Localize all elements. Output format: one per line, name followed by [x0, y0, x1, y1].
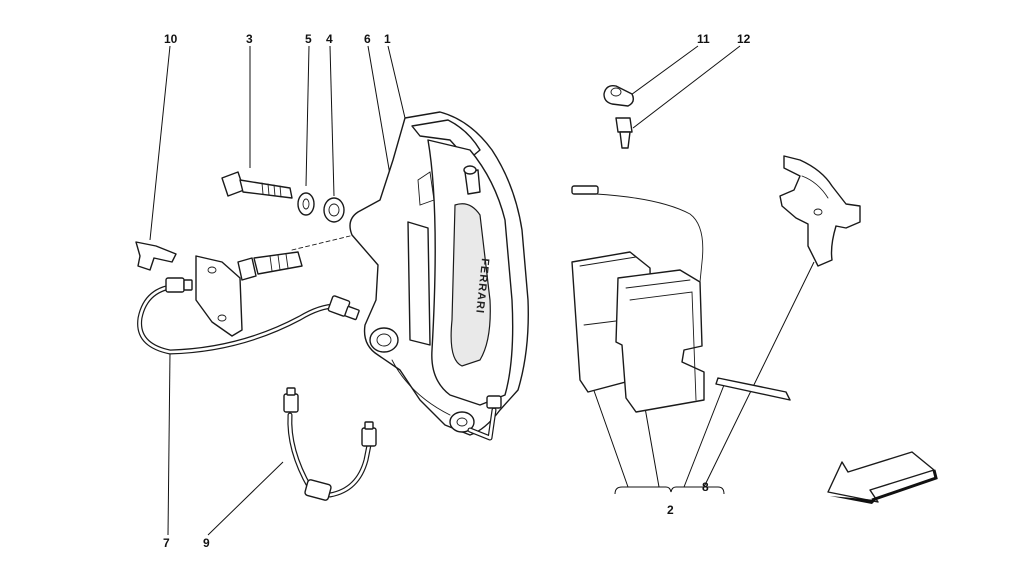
callout-9: 9: [203, 536, 210, 550]
caliper-brand-text: FERRARI: [473, 258, 491, 315]
leader-2b: [643, 401, 660, 488]
callout-8: 8: [702, 480, 709, 494]
brake-caliper-part: FERRARI: [349, 111, 529, 441]
bleed-cap-11-part: [603, 84, 635, 107]
leader-10: [149, 45, 171, 241]
bracket-2: [614, 486, 725, 495]
callout-1: 1: [384, 32, 391, 46]
hose-fitting: [237, 251, 303, 281]
callout-7: 7: [163, 536, 170, 550]
leader-4: [329, 45, 335, 197]
clip-10-part: [135, 241, 177, 271]
bolt-part: [221, 171, 293, 199]
brake-hose-7-part: [137, 277, 360, 355]
washer-5-part: [297, 192, 315, 216]
callout-12: 12: [737, 32, 751, 46]
leader-1: [387, 45, 406, 119]
leader-9: [207, 461, 284, 536]
callout-labels: 10 3 5 4 6 1 11 12 8 2 7 9: [163, 32, 751, 550]
leader-8b: [703, 261, 815, 488]
leader-2a: [591, 384, 629, 488]
callout-2: 2: [667, 503, 674, 517]
callout-4: 4: [326, 32, 333, 46]
spring-clip-part: [779, 155, 861, 267]
wear-sensor-wire: [571, 185, 704, 283]
hose-bracket: [195, 255, 243, 337]
leader-8a: [683, 384, 725, 488]
bleed-screw-12-part: [615, 117, 633, 149]
leader-5: [305, 45, 310, 187]
axis-line: [291, 235, 351, 251]
leader-12: [632, 45, 741, 129]
brake-pad-front-part: [615, 269, 705, 413]
leader-lines: [149, 45, 815, 536]
callout-11: 11: [697, 32, 710, 46]
leader-7: [167, 351, 171, 536]
direction-arrow-icon: [827, 451, 938, 504]
callout-5: 5: [305, 32, 312, 46]
callout-10: 10: [164, 32, 178, 46]
brake-pipe-9-part: [283, 387, 377, 501]
callout-6: 6: [364, 32, 371, 46]
pad-pin-part: [715, 377, 791, 401]
leader-11: [623, 45, 699, 101]
callout-3: 3: [246, 32, 253, 46]
ring-4-part: [323, 197, 345, 223]
